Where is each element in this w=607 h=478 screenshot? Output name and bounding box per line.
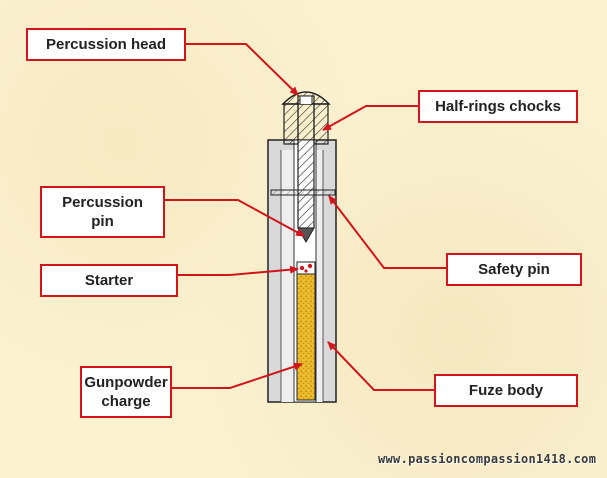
label-percussion-pin: Percussion pin: [40, 186, 165, 238]
watermark-url: www.passioncompassion1418.com: [378, 452, 597, 466]
label-fuze-body: Fuze body: [434, 374, 578, 407]
percussion-pin-shape: [297, 95, 315, 244]
gunpowder-charge-shape: [296, 273, 316, 401]
starter-shape: [296, 261, 316, 275]
label-percussion-head: Percussion head: [26, 28, 186, 61]
label-safety-pin: Safety pin: [446, 253, 582, 286]
label-half-rings-chocks: Half-rings chocks: [418, 90, 578, 123]
label-gunpowder-charge: Gunpowder charge: [80, 366, 172, 418]
safety-pin-shape: [270, 189, 336, 196]
label-starter: Starter: [40, 264, 178, 297]
leader-lines: [165, 43, 446, 391]
